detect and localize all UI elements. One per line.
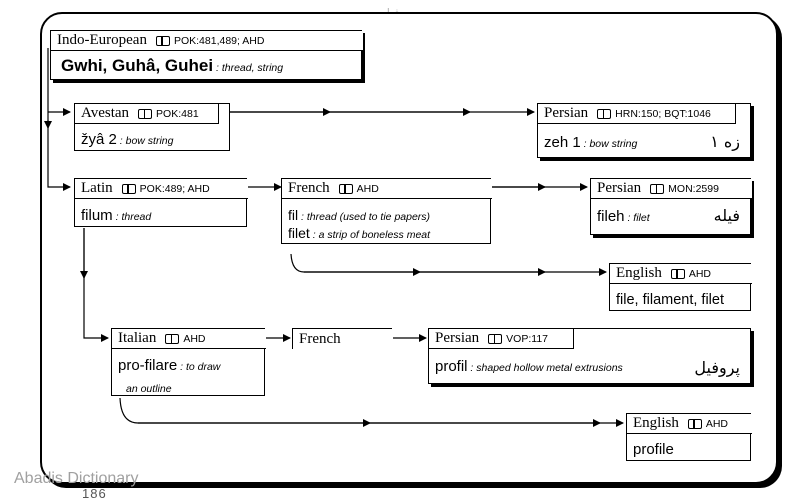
word: pro-filare <box>118 357 178 374</box>
language-label: French <box>299 330 341 347</box>
word: profile <box>633 441 674 458</box>
box-latin: Latin POK:489; AHD filum : thread <box>74 178 248 227</box>
book-icon <box>650 183 665 194</box>
source-ref: VOP:117 <box>506 332 549 345</box>
box-header: Persian MON:2599 <box>591 179 752 199</box>
persian-script: زه ۱ <box>710 132 740 151</box>
box-french-plain: French <box>292 328 393 349</box>
language-label: English <box>633 415 679 431</box>
gloss: thread (used to tie papers) <box>306 211 431 223</box>
source-ref: AHD <box>688 267 712 280</box>
box-english-profile: English AHD profile <box>626 413 752 461</box>
language-label: Indo-European <box>57 32 147 48</box>
persian-script: فیله <box>713 206 740 225</box>
box-header: Avestan POK:481 <box>75 104 219 124</box>
language-label: English <box>616 265 662 281</box>
book-icon <box>155 35 170 46</box>
gloss: a strip of boneless meat <box>318 229 431 241</box>
source-ref: POK:481,489; AHD <box>173 34 265 47</box>
box-header: English AHD <box>627 414 752 434</box>
etymon-word: Gwhi, Guhâ, Guhei <box>61 56 214 75</box>
book-icon <box>687 418 702 429</box>
box-persian-profil: Persian VOP:117 profil : shaped hollow m… <box>428 328 751 384</box>
language-label: Avestan <box>81 105 130 121</box>
word: file, filament, filet <box>616 292 724 308</box>
source-ref: MON:2599 <box>668 182 719 195</box>
word: fil <box>288 207 299 223</box>
trunk-line <box>47 48 71 191</box>
language-label: Latin <box>81 180 113 196</box>
gloss-continued: an outline <box>126 383 172 395</box>
watermark-bottom: Abadis Dictionary <box>14 470 139 487</box>
word: filum <box>81 207 113 224</box>
gloss: bow string <box>125 135 174 147</box>
diagram-frame <box>40 12 778 484</box>
box-english-file: English AHD file, filament, filet <box>609 263 752 311</box>
italian-to-english <box>119 397 624 427</box>
word: žyâ 2 <box>81 131 117 148</box>
book-icon <box>670 268 685 279</box>
gloss: thread <box>121 211 152 223</box>
box-avestan: Avestan POK:481 žyâ 2 : bow string <box>74 103 230 151</box>
persian-script: پروفیل <box>694 358 740 377</box>
source-ref: POK:481 <box>156 107 199 120</box>
book-icon <box>488 333 503 344</box>
source-ref: HRN:150; BQT:1046 <box>615 107 711 120</box>
book-icon <box>597 108 612 119</box>
box-header: Italian AHD <box>112 329 266 349</box>
box-header: Persian VOP:117 <box>429 329 574 349</box>
word: filet <box>288 225 310 241</box>
latin-to-italian <box>83 228 109 342</box>
box-header: French <box>293 329 393 349</box>
source-ref: AHD <box>356 182 379 195</box>
box-french-fil: French AHD fil : thread (used to tie pap… <box>281 178 492 244</box>
box-header: Latin POK:489; AHD <box>75 179 248 199</box>
source-ref: POK:489; AHD <box>139 182 210 195</box>
gloss: to draw <box>185 361 221 373</box>
box-persian-zeh: Persian HRN:150; BQT:1046 zeh 1 : bow st… <box>537 103 751 158</box>
language-label: French <box>288 180 330 196</box>
french-to-english <box>290 253 607 276</box>
box-header: Indo-European POK:481,489; AHD <box>51 31 363 51</box>
word: zeh 1 <box>544 134 581 151</box>
language-label: Persian <box>435 330 480 346</box>
source-ref: AHD <box>183 332 206 345</box>
book-icon <box>165 333 180 344</box>
box-header: English AHD <box>610 264 752 284</box>
gloss: thread, string <box>221 62 284 74</box>
gloss: shaped hollow metal extrusions <box>476 362 623 374</box>
word: fileh <box>597 208 625 225</box>
language-label: Italian <box>118 330 157 346</box>
book-icon <box>121 183 136 194</box>
book-icon <box>338 183 353 194</box>
box-persian-fileh: Persian MON:2599 fileh : filet فیله <box>590 178 752 235</box>
box-italian: Italian AHD pro-filare : to draw an outl… <box>111 328 266 396</box>
word: profil <box>435 358 468 375</box>
book-icon <box>138 108 153 119</box>
language-label: Persian <box>544 105 589 121</box>
page-number: 186 <box>82 486 107 501</box>
box-indo-european: Indo-European POK:481,489; AHD Gwhi, Guh… <box>50 30 363 80</box>
box-header: French AHD <box>282 179 492 199</box>
source-ref: AHD <box>705 417 729 430</box>
gloss: bow string <box>589 138 638 150</box>
box-header: Persian HRN:150; BQT:1046 <box>538 104 736 124</box>
gloss: filet <box>633 212 650 224</box>
language-label: Persian <box>597 180 642 196</box>
